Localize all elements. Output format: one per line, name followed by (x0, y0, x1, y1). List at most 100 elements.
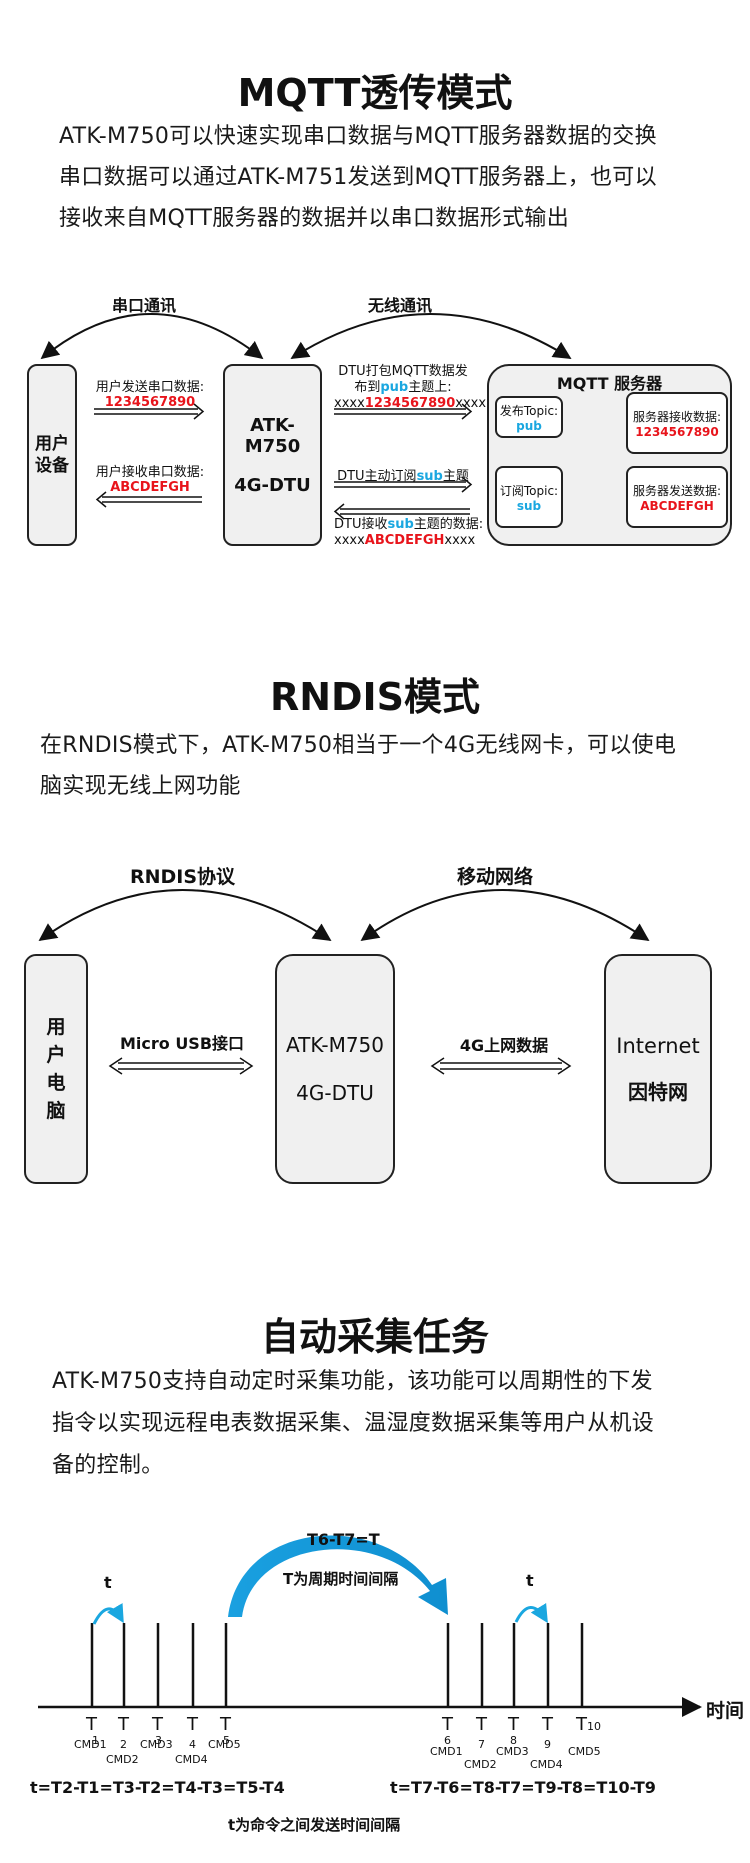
tick-cmd-label: CMD5 (568, 1745, 601, 1758)
tick-label-t5: T (220, 1714, 231, 1735)
section-title-rndis: RNDIS模式 (269, 675, 481, 719)
tick-cmd-text: CMD3 (140, 1738, 173, 1751)
tick-subscript: 10 (587, 1720, 601, 1733)
tick-letter: T (220, 1714, 231, 1735)
tick-letter: T (442, 1714, 453, 1735)
sub-topic-box: 订阅Topic: sub (495, 466, 563, 528)
send-serial-label: 用户发送串口数据: 1234567890 (94, 376, 206, 410)
tick-cmd-label: CMD3 (496, 1745, 529, 1758)
sub-recv-line2: xxxxABCDEFGHxxxx (334, 533, 476, 549)
tick-cmd-label: CMD1 (430, 1745, 463, 1758)
pub-desc-line3: xxxx1234567890xxxx (334, 396, 486, 412)
interval-description: t为命令之间发送时间间隔 (228, 1816, 401, 1834)
mobile-network-label: 移动网络 (457, 866, 534, 888)
tick-label-t2: T (118, 1714, 129, 1735)
mqtt-desc-line: 串口数据可以通过ATK-M751发送到MQTT服务器上，也可以 (59, 165, 657, 190)
tick-label-t9: T (542, 1714, 553, 1735)
send-serial-text: 用户发送串口数据: (95, 380, 205, 395)
tick-label-t10: T10 (576, 1714, 601, 1735)
mqtt-server-title: MQTT 服务器 (556, 374, 663, 393)
server-recv-value: 1234567890 (635, 424, 719, 439)
server-recv-box: 服务器接收数据: 1234567890 (626, 392, 728, 454)
section-title-auto-collect: 自动采集任务 (260, 1315, 489, 1359)
period-description: T为周期时间间隔 (283, 1570, 399, 1588)
rndis-desc-line: 在RNDIS模式下，ATK-M750相当于一个4G无线网卡，可以使电 (40, 733, 677, 758)
sub-recv-line1: DTU接收sub主题的数据: (334, 517, 483, 533)
server-send-box: 服务器发送数据: ABCDEFGH (626, 466, 728, 528)
sub-recv-description: DTU接收sub主题的数据: xxxxABCDEFGHxxxx (334, 517, 483, 549)
tick-letter: T (508, 1714, 519, 1735)
auto-desc-line: 备的控制。 (52, 1453, 164, 1478)
tick-label-t4: T (187, 1714, 198, 1735)
4g-data-label: 4G上网数据 (459, 1036, 549, 1055)
user-pc-box: 用 户 电 脑 (24, 954, 88, 1184)
tick-cmd-label: CMD2 (464, 1758, 497, 1771)
pub-desc-text: xxxx (334, 396, 365, 411)
serial-comm-label: 串口通讯 (112, 296, 177, 315)
tick-letter: T (187, 1714, 198, 1735)
user-pc-char: 用 (46, 1016, 66, 1038)
small-t-arc-right (514, 1603, 548, 1624)
sub-recv-text: DTU接收 (334, 517, 388, 532)
user-pc-char: 电 (46, 1072, 66, 1094)
tick-cmd-label: CMD4 (530, 1758, 563, 1771)
sub-recv-text: xxxx (334, 533, 365, 548)
right-interval-formula: t=T7-T6=T8-T7=T9-T8=T10-T9 (390, 1778, 656, 1797)
internet-box: Internet 因特网 (604, 954, 712, 1184)
dtu-box-rndis: ATK-M750 4G-DTU (275, 954, 395, 1184)
time-axis-label: 时间 (706, 1700, 745, 1722)
auto-desc-line: ATK-M750支持自动定时采集功能，该功能可以周期性的下发 (52, 1369, 653, 1394)
t-label-right: t (526, 1571, 534, 1590)
arc-rndis (38, 889, 332, 942)
mqtt-desc-line: ATK-M750可以快速实现串口数据与MQTT服务器数据的交换 (59, 124, 657, 149)
left-interval-formula: t=T2-T1=T3-T2=T4-T3=T5-T4 (30, 1778, 285, 1797)
tick-subscript: 9 (544, 1738, 551, 1751)
pub-topic-value: pub (516, 418, 542, 433)
period-arc (228, 1535, 448, 1617)
tick-label-t3: T (152, 1714, 163, 1735)
rndis-desc-line: 脑实现无线上网功能 (40, 774, 241, 799)
dtu-model-label: ATK-M750 (244, 414, 301, 457)
timeline-ticks (90, 1623, 584, 1707)
auto-desc-line: 指令以实现远程电表数据采集、温湿度数据采集等用户从机设 (52, 1411, 655, 1436)
sub-topic-inline: sub (387, 517, 414, 532)
tick-cmd-label: CMD4 (175, 1753, 208, 1766)
dtu-model-label: ATK-M750 (285, 1033, 384, 1057)
pub-topic-inline: pub (380, 380, 409, 395)
tick-subscript: 4 (189, 1738, 196, 1751)
pub-desc-text: xxxx (455, 396, 487, 411)
auto-collect-description: ATK-M750支持自动定时采集功能，该功能可以周期性的下发 指令以实现远程电表… (52, 1361, 654, 1487)
small-t-arc-left (92, 1603, 124, 1625)
arc-wireless (290, 313, 572, 359)
t-label-left: t (104, 1573, 112, 1592)
tick-subscript: 8 (510, 1734, 517, 1747)
sub-description: DTU主动订阅sub主题 (334, 465, 472, 484)
sub-topic-value: sub (516, 498, 542, 513)
tick-label-t7: T (476, 1714, 487, 1735)
tick-subscript: 6 (444, 1734, 451, 1747)
mqtt-desc-line: 接收来自MQTT服务器的数据并以串口数据形式输出 (59, 206, 569, 231)
tick-label-t8: T (508, 1714, 519, 1735)
tick-subscript: 3 (155, 1734, 162, 1747)
tick-cmd-label: CMD2 (106, 1753, 139, 1766)
wireless-comm-label: 无线通讯 (368, 296, 433, 315)
sub-desc-text: 主题 (442, 469, 469, 484)
period-equation: T6-T7=T (307, 1530, 380, 1549)
pub-desc-line1: DTU打包MQTT数据发 (338, 364, 468, 379)
recv-serial-text: 用户接收串口数据: (95, 465, 205, 480)
tick-cmd-text: CMD5 (208, 1738, 241, 1751)
tick-label-t6: T (442, 1714, 453, 1735)
user-pc-char: 户 (46, 1044, 66, 1066)
sub-recv-text: 主题的数据: (413, 517, 484, 532)
internet-label: Internet (616, 1033, 700, 1058)
sub-recv-text: xxxx (444, 533, 476, 548)
pub-data-value: 1234567890 (364, 396, 456, 411)
tick-letter: T (476, 1714, 487, 1735)
rndis-description: 在RNDIS模式下，ATK-M750相当于一个4G无线网卡，可以使电 脑实现无线… (40, 725, 676, 807)
tick-letter: T (118, 1714, 129, 1735)
user-device-box: 用户 设备 (27, 364, 77, 546)
tick-subscript: 1 (92, 1734, 99, 1747)
arc-serial (40, 313, 264, 360)
pub-topic-label: 发布Topic: (499, 403, 559, 418)
